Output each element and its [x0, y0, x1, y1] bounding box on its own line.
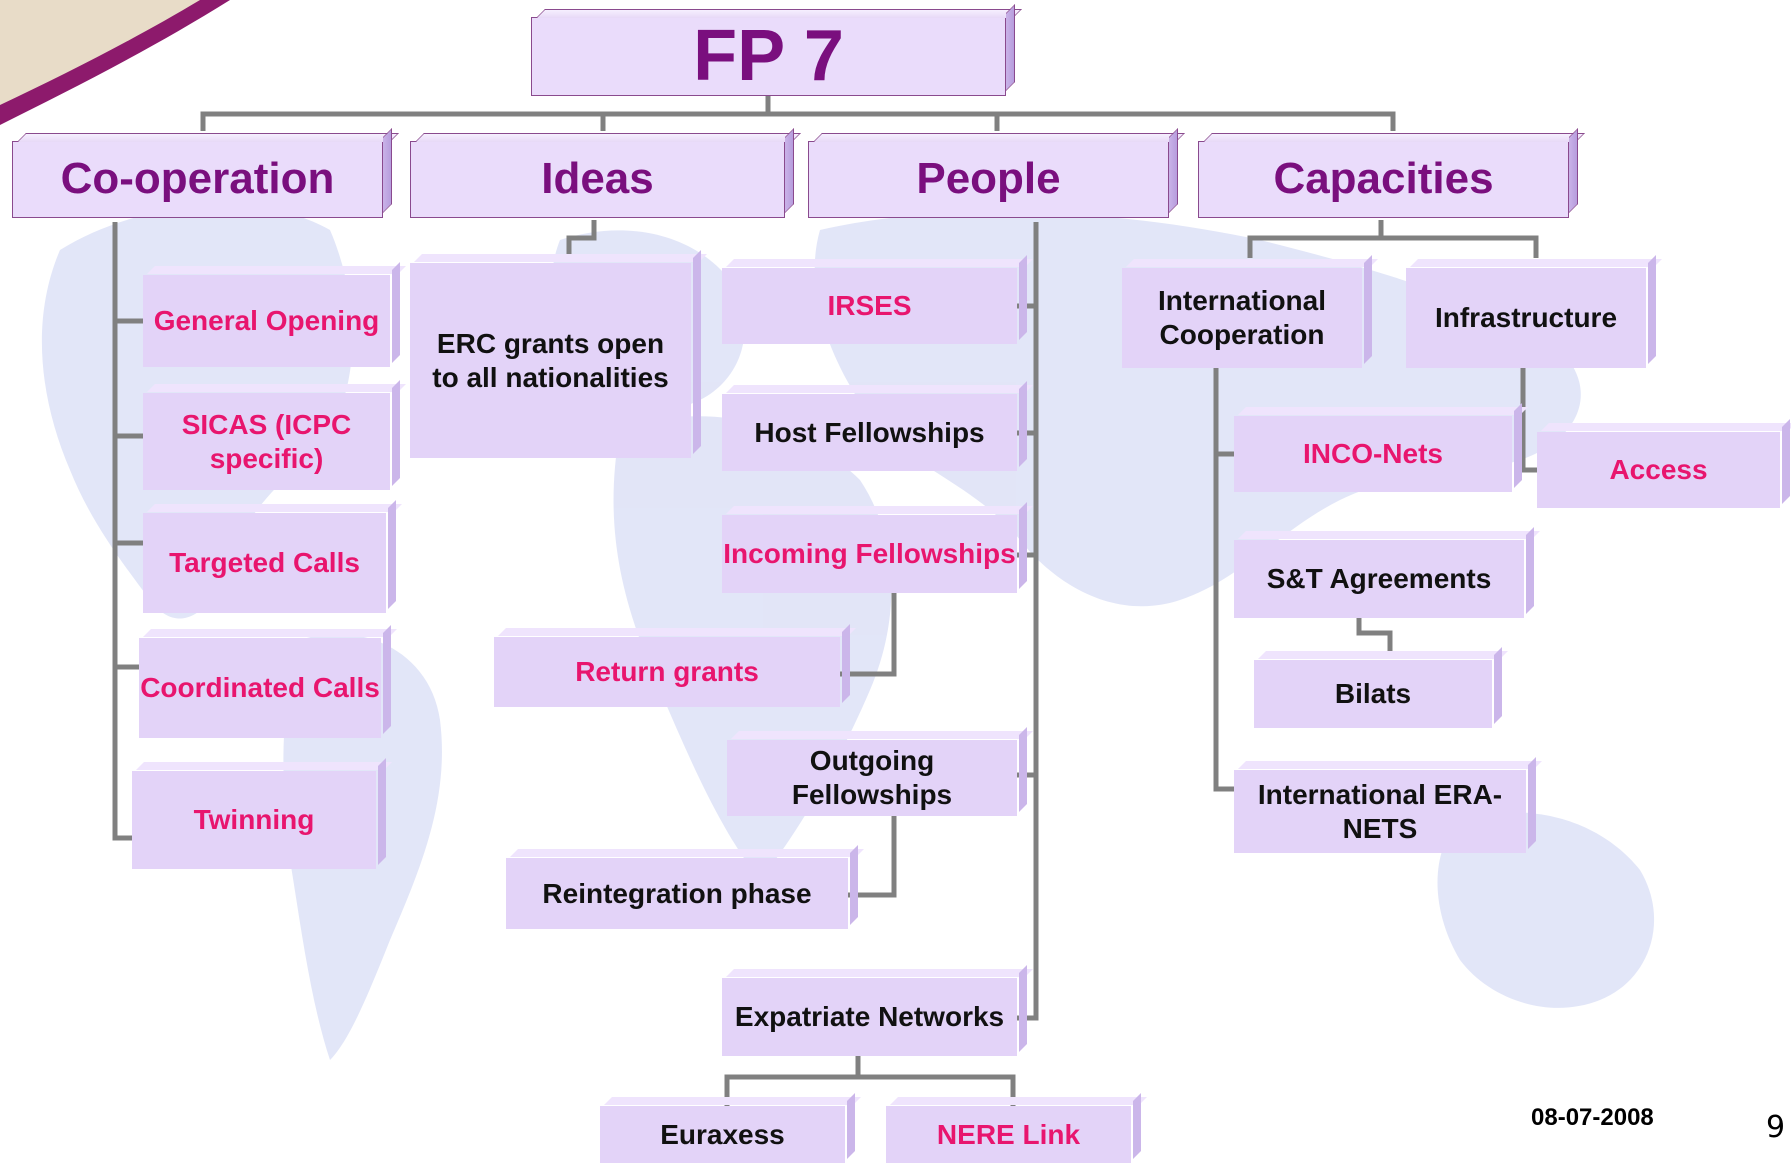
return-grants-label: Return grants: [575, 656, 759, 688]
outgoing-fellowships-box: Outgoing Fellowships: [727, 740, 1017, 816]
irses-label: IRSES: [827, 290, 912, 322]
page-number: 9: [1766, 1110, 1786, 1145]
pillar-capacities-label: Capacities: [1273, 154, 1494, 204]
access-box: Access: [1537, 432, 1780, 508]
infrastructure-box: Infrastructure: [1406, 268, 1646, 368]
pillar-capacities: Capacities: [1198, 141, 1569, 218]
twinning-label: Twinning: [193, 804, 315, 836]
st-agreements-label: S&T Agreements: [1266, 563, 1492, 595]
access-label: Access: [1609, 454, 1708, 486]
coordinated-calls-label: Coordinated Calls: [140, 672, 380, 704]
erc-grants-box: ERC grants open to all nationalities: [410, 263, 691, 458]
incoming-fellowships-label: Incoming Fellowships: [723, 538, 1016, 570]
expatriate-networks-label: Expatriate Networks: [734, 1001, 1005, 1033]
inco-nets-box: INCO-Nets: [1234, 416, 1512, 492]
decorative-swoosh: [0, 0, 230, 125]
pillar-people: People: [808, 141, 1169, 218]
erc-grants-label: ERC grants open to all nationalities: [432, 327, 669, 393]
nere-link-label: NERE Link: [936, 1118, 1081, 1150]
bilats-label: Bilats: [1334, 678, 1412, 710]
nere-link-box: NERE Link: [886, 1106, 1131, 1163]
expatriate-networks-box: Expatriate Networks: [722, 978, 1017, 1056]
reintegration-phase-label: Reintegration phase: [542, 877, 812, 909]
euraxess-label: Euraxess: [660, 1118, 785, 1150]
bilats-box: Bilats: [1254, 660, 1492, 728]
pillar-ideas: Ideas: [410, 141, 785, 218]
outgoing-fellowships-label: Outgoing Fellowships: [791, 745, 953, 810]
general-opening-label: General Opening: [153, 305, 380, 337]
pillar-cooperation-label: Co-operation: [60, 154, 335, 204]
sicas-label: SICAS (ICPC specific): [181, 408, 352, 474]
twinning-box: Twinning: [132, 771, 376, 869]
fp7-title: FP 7: [693, 16, 844, 97]
pillar-cooperation: Co-operation: [12, 141, 383, 218]
international-era-nets-box: International ERA-NETS: [1234, 770, 1526, 853]
infrastructure-label: Infrastructure: [1434, 302, 1618, 334]
sicas-box: SICAS (ICPC specific): [143, 393, 390, 490]
pillar-ideas-label: Ideas: [541, 154, 654, 204]
inco-nets-label: INCO-Nets: [1302, 438, 1443, 470]
international-era-nets-label: International ERA-NETS: [1257, 778, 1503, 844]
targeted-calls-label: Targeted Calls: [169, 547, 360, 579]
international-cooperation-box: International Cooperation: [1122, 268, 1362, 368]
irses-box: IRSES: [722, 268, 1017, 344]
targeted-calls-box: Targeted Calls: [143, 513, 386, 613]
euraxess-box: Euraxess: [600, 1106, 845, 1163]
host-fellowships-box: Host Fellowships: [722, 394, 1017, 471]
slide-date: 08-07-2008: [1531, 1104, 1654, 1131]
reintegration-phase-box: Reintegration phase: [506, 858, 848, 929]
international-cooperation-label: International Cooperation: [1157, 285, 1326, 350]
host-fellowships-label: Host Fellowships: [754, 416, 985, 448]
fp7-title-box: FP 7: [531, 16, 1006, 96]
pillar-people-label: People: [916, 154, 1061, 204]
incoming-fellowships-box: Incoming Fellowships: [722, 515, 1017, 593]
return-grants-box: Return grants: [494, 637, 840, 707]
general-opening-box: General Opening: [143, 275, 390, 367]
st-agreements-box: S&T Agreements: [1234, 540, 1524, 618]
coordinated-calls-box: Coordinated Calls: [139, 638, 381, 738]
